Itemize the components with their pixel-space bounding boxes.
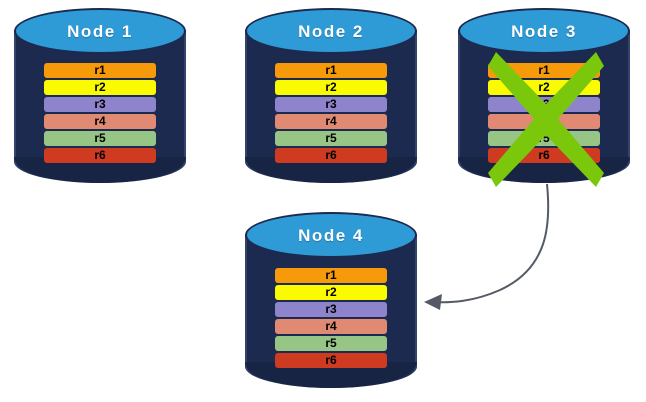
node-3[interactable]: Node 3 r1 r2 r3 r4 r5 r6	[458, 8, 630, 187]
replica-row-r6[interactable]: r6	[275, 353, 387, 368]
replica-row-r3[interactable]: r3	[44, 97, 156, 112]
node-4-replica-list: r1 r2 r3 r4 r5 r6	[245, 268, 417, 368]
replica-row-r2[interactable]: r2	[488, 80, 600, 95]
replica-row-r4[interactable]: r4	[275, 114, 387, 129]
cylinder-top	[458, 8, 630, 54]
replica-row-r5[interactable]: r5	[488, 131, 600, 146]
replica-row-r4[interactable]: r4	[488, 114, 600, 129]
node-1[interactable]: Node 1 r1 r2 r3 r4 r5 r6	[14, 8, 186, 183]
replica-row-r1[interactable]: r1	[275, 268, 387, 283]
replica-row-r6[interactable]: r6	[488, 148, 600, 163]
node-1-label: Node 1	[67, 22, 133, 41]
replica-row-r1[interactable]: r1	[275, 63, 387, 78]
replica-row-r2[interactable]: r2	[275, 80, 387, 95]
cylinder-top	[245, 212, 417, 258]
replica-row-r1[interactable]: r1	[44, 63, 156, 78]
replica-row-r2[interactable]: r2	[275, 285, 387, 300]
replica-row-r3[interactable]: r3	[488, 97, 600, 112]
replica-row-r6[interactable]: r6	[275, 148, 387, 163]
node-4-label: Node 4	[298, 226, 364, 245]
node-2[interactable]: Node 2 r1 r2 r3 r4 r5 r6	[245, 8, 417, 183]
cylinder-top	[14, 8, 186, 54]
arrow-path	[431, 183, 550, 304]
node-4[interactable]: Node 4 r1 r2 r3 r4 r5 r6	[245, 212, 417, 388]
node-1-replica-list: r1 r2 r3 r4 r5 r6	[14, 63, 186, 163]
replica-row-r5[interactable]: r5	[275, 336, 387, 351]
replica-row-r6[interactable]: r6	[44, 148, 156, 163]
replica-row-r5[interactable]: r5	[44, 131, 156, 146]
replica-row-r4[interactable]: r4	[275, 319, 387, 334]
arrow-head-icon	[424, 294, 442, 310]
replica-row-r4[interactable]: r4	[44, 114, 156, 129]
replica-row-r5[interactable]: r5	[275, 131, 387, 146]
replica-row-r3[interactable]: r3	[275, 302, 387, 317]
replica-row-r3[interactable]: r3	[275, 97, 387, 112]
cylinder-top	[245, 8, 417, 54]
node-3-label: Node 3	[511, 22, 577, 41]
node-3-replica-list: r1 r2 r3 r4 r5 r6	[458, 63, 630, 163]
node-2-label: Node 2	[298, 22, 364, 41]
node-2-replica-list: r1 r2 r3 r4 r5 r6	[245, 63, 417, 163]
replica-row-r2[interactable]: r2	[44, 80, 156, 95]
replica-row-r1[interactable]: r1	[488, 63, 600, 78]
